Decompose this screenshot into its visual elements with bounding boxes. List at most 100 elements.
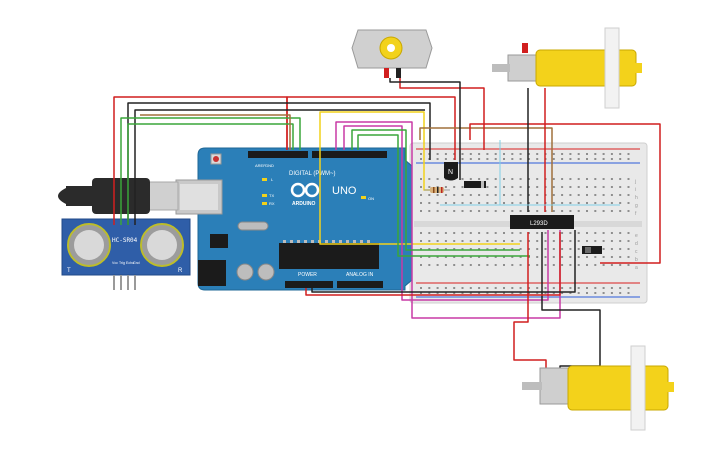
- breadboard-hole: [602, 264, 605, 266]
- breadboard-hole: [444, 264, 447, 266]
- row-letter-j: j: [634, 179, 636, 185]
- breadboard-hole: [586, 256, 588, 258]
- row-letter-d: d: [635, 241, 638, 247]
- breadboard-hole: [519, 256, 522, 258]
- breadboard-hole: [478, 264, 481, 266]
- slide-switch[interactable]: [582, 246, 602, 254]
- breadboard-hole: [602, 158, 605, 160]
- hobby-dc-motor[interactable]: [351, 29, 433, 78]
- breadboard-hole: [627, 264, 630, 266]
- breadboard-hole: [461, 240, 464, 242]
- breadboard-hole: [469, 178, 472, 180]
- breadboard-hole: [428, 287, 431, 289]
- breadboard-hole: [536, 232, 539, 234]
- breadboard-hole: [453, 194, 456, 196]
- l293d-driver-chip[interactable]: L293D: [510, 215, 574, 229]
- breadboard-hole: [527, 256, 530, 258]
- breadboard-hole: [461, 158, 464, 160]
- breadboard-hole: [469, 292, 472, 294]
- breadboard-hole: [594, 264, 597, 266]
- breadboard-hole: [420, 153, 422, 155]
- breadboard-hole: [544, 232, 547, 234]
- breadboard-hole: [478, 256, 481, 258]
- breadboard-hole: [503, 153, 505, 155]
- breadboard-hole: [494, 287, 497, 289]
- wire-green-echo: [127, 123, 294, 225]
- pin-label-trig: Trig: [119, 261, 125, 265]
- breadboard-hole: [610, 186, 613, 188]
- breadboard-hole: [527, 202, 530, 204]
- gear-motor-top-right[interactable]: [492, 27, 642, 109]
- breadboard-hole: [619, 256, 622, 258]
- breadboard-hole: [594, 210, 597, 212]
- breadboard-hole: [494, 158, 497, 160]
- breadboard-hole: [453, 202, 456, 204]
- breadboard-hole: [486, 194, 489, 196]
- breadboard-hole: [444, 248, 447, 250]
- breadboard-hole: [486, 264, 489, 266]
- breadboard-hole: [627, 256, 630, 258]
- breadboard-hole: [494, 264, 497, 266]
- breadboard-hole: [420, 292, 422, 294]
- breadboard-hole: [453, 292, 456, 294]
- breadboard-hole: [569, 153, 572, 155]
- breadboard-row-letters: j i h g f e d c b a: [634, 179, 638, 271]
- resistor[interactable]: [424, 187, 450, 193]
- breadboard-hole: [503, 292, 505, 294]
- breadboard-hole: [436, 248, 439, 250]
- breadboard-hole: [561, 248, 564, 250]
- breadboard-hole: [478, 248, 481, 250]
- breadboard-hole: [627, 287, 630, 289]
- breadboard-hole: [444, 153, 447, 155]
- breadboard-hole: [469, 194, 472, 196]
- breadboard-hole: [453, 248, 456, 250]
- ultrasonic-sensor-hc-sr04[interactable]: HC-SR04 T R Vcc Trig Echo Gnd: [61, 218, 191, 290]
- breadboard-hole: [594, 202, 597, 204]
- arduino-uno-board[interactable]: DIGITAL (PWM~) UNO ARDUINO ON TX RX L PO…: [175, 147, 413, 291]
- diode[interactable]: [464, 181, 486, 188]
- arduino-logo-text: ARDUINO: [292, 201, 315, 207]
- pin-label-echo: Echo: [126, 261, 134, 265]
- breadboard-hole: [602, 178, 605, 180]
- transmitter-mesh: [74, 230, 104, 260]
- breadboard-hole: [627, 240, 630, 242]
- row-letter-h: h: [635, 195, 638, 201]
- breadboard-hole: [494, 240, 497, 242]
- breadboard-hole: [586, 202, 588, 204]
- breadboard-hole: [561, 178, 564, 180]
- rx-led: [262, 202, 267, 205]
- breadboard-hole: [478, 153, 481, 155]
- breadboard-hole: [602, 232, 605, 234]
- receiver-mesh: [147, 230, 177, 260]
- breadboard-hole: [469, 240, 472, 242]
- l-led: [262, 178, 267, 181]
- breadboard-hole: [519, 194, 522, 196]
- npn-transistor[interactable]: N: [444, 162, 458, 181]
- sensor-model-label: HC-SR04: [112, 237, 138, 244]
- breadboard-hole: [494, 248, 497, 250]
- breadboard-hole: [561, 264, 564, 266]
- breadboard-hole: [511, 178, 514, 180]
- breadboard-hole: [486, 232, 489, 234]
- gear-motor-bottom-right[interactable]: [522, 345, 674, 431]
- breadboard-hole: [494, 232, 497, 234]
- header-digital-low: [312, 151, 387, 158]
- pin-label-vcc: Vcc: [112, 261, 118, 265]
- on-led: [361, 196, 366, 199]
- breadboard-hole: [552, 210, 555, 212]
- breadboard-hole: [453, 153, 456, 155]
- wire-brown-driver: [419, 127, 553, 212]
- breadboard-hole: [486, 287, 489, 289]
- breadboard-hole: [519, 153, 522, 155]
- breadboard-hole: [561, 158, 564, 160]
- breadboard-hole: [420, 240, 422, 242]
- sensor-pin-labels: Vcc Trig Echo Gnd: [112, 261, 140, 265]
- breadboard-hole: [577, 153, 580, 155]
- aref-label: AREF: [255, 163, 266, 168]
- breadboard-hole: [420, 186, 422, 188]
- breadboard-hole: [536, 248, 539, 250]
- wire-green-pin-1: [351, 129, 520, 251]
- wire-green-pin-2: [357, 134, 530, 257]
- breadboard-hole: [627, 210, 630, 212]
- breadboard-hole: [569, 210, 572, 212]
